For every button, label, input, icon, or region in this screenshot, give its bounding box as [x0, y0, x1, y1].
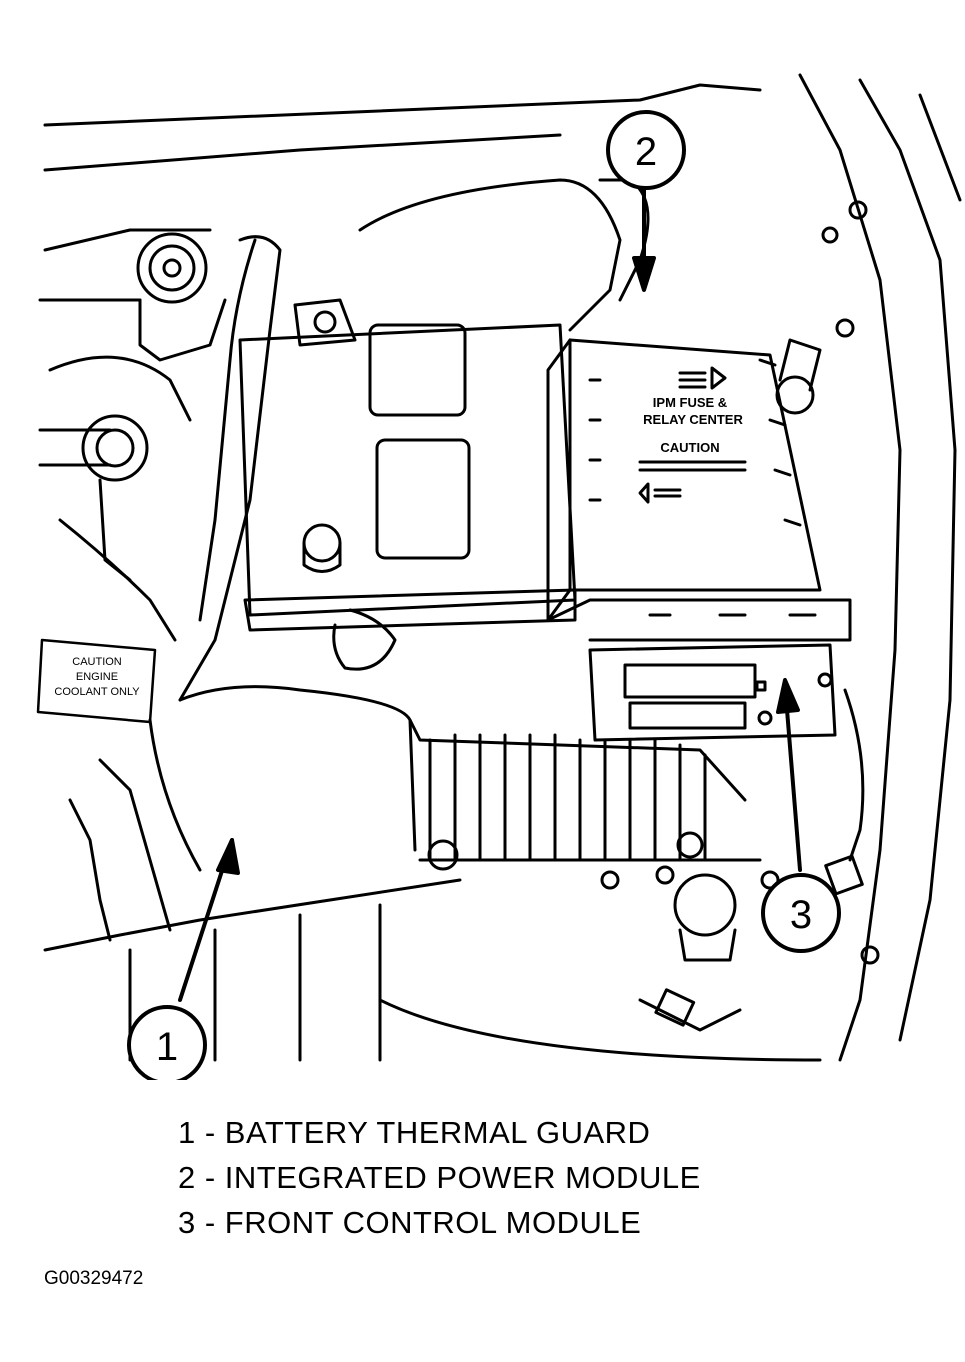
legend: 1 - BATTERY THERMAL GUARD 2 - INTEGRATED… — [178, 1110, 701, 1245]
leader-2-arrowhead — [632, 256, 656, 292]
callout-3-number: 3 — [790, 893, 812, 937]
battery-cables — [178, 178, 865, 862]
coolant-caution-label: CAUTION ENGINE COOLANT ONLY — [36, 638, 157, 724]
leader-1-arrowhead — [216, 838, 240, 875]
hood-outline — [43, 73, 962, 1062]
legend-item-3: 3 - FRONT CONTROL MODULE — [178, 1205, 642, 1240]
leader-3 — [783, 683, 802, 872]
ipm-cover-line2: RELAY CENTER — [643, 412, 743, 427]
engine-compartment-diagram: CAUTION ENGINE COOLANT ONLY IPM FUSE & R… — [36, 73, 962, 1080]
callout-leaders — [178, 173, 802, 1002]
battery — [238, 298, 577, 671]
callout-1-number: 1 — [156, 1025, 178, 1069]
callout-2: 2 — [606, 110, 686, 190]
callout-1: 1 — [127, 1005, 207, 1080]
front-control-module — [588, 643, 837, 742]
callout-2-number: 2 — [635, 130, 657, 174]
lower-tray — [128, 200, 880, 1062]
coolant-label-line3: COOLANT ONLY — [54, 686, 140, 698]
callout-3: 3 — [761, 873, 841, 953]
coolant-cap — [38, 232, 227, 362]
ipm-cover-line1: IPM FUSE & — [653, 395, 727, 410]
coolant-hose — [38, 355, 192, 942]
leader-3-arrowhead — [776, 678, 800, 714]
ipm-cover-line3: CAUTION — [660, 440, 719, 455]
coolant-label-line1: CAUTION — [72, 656, 122, 668]
legend-item-2: 2 - INTEGRATED POWER MODULE — [178, 1160, 701, 1195]
legend-item-1: 1 - BATTERY THERMAL GUARD — [178, 1115, 651, 1150]
battery-thermal-guard — [148, 685, 762, 872]
figure-id: G00329472 — [44, 1268, 144, 1289]
coolant-label-line2: ENGINE — [76, 671, 118, 683]
integrated-power-module: IPM FUSE & RELAY CENTER CAUTION — [546, 338, 852, 642]
